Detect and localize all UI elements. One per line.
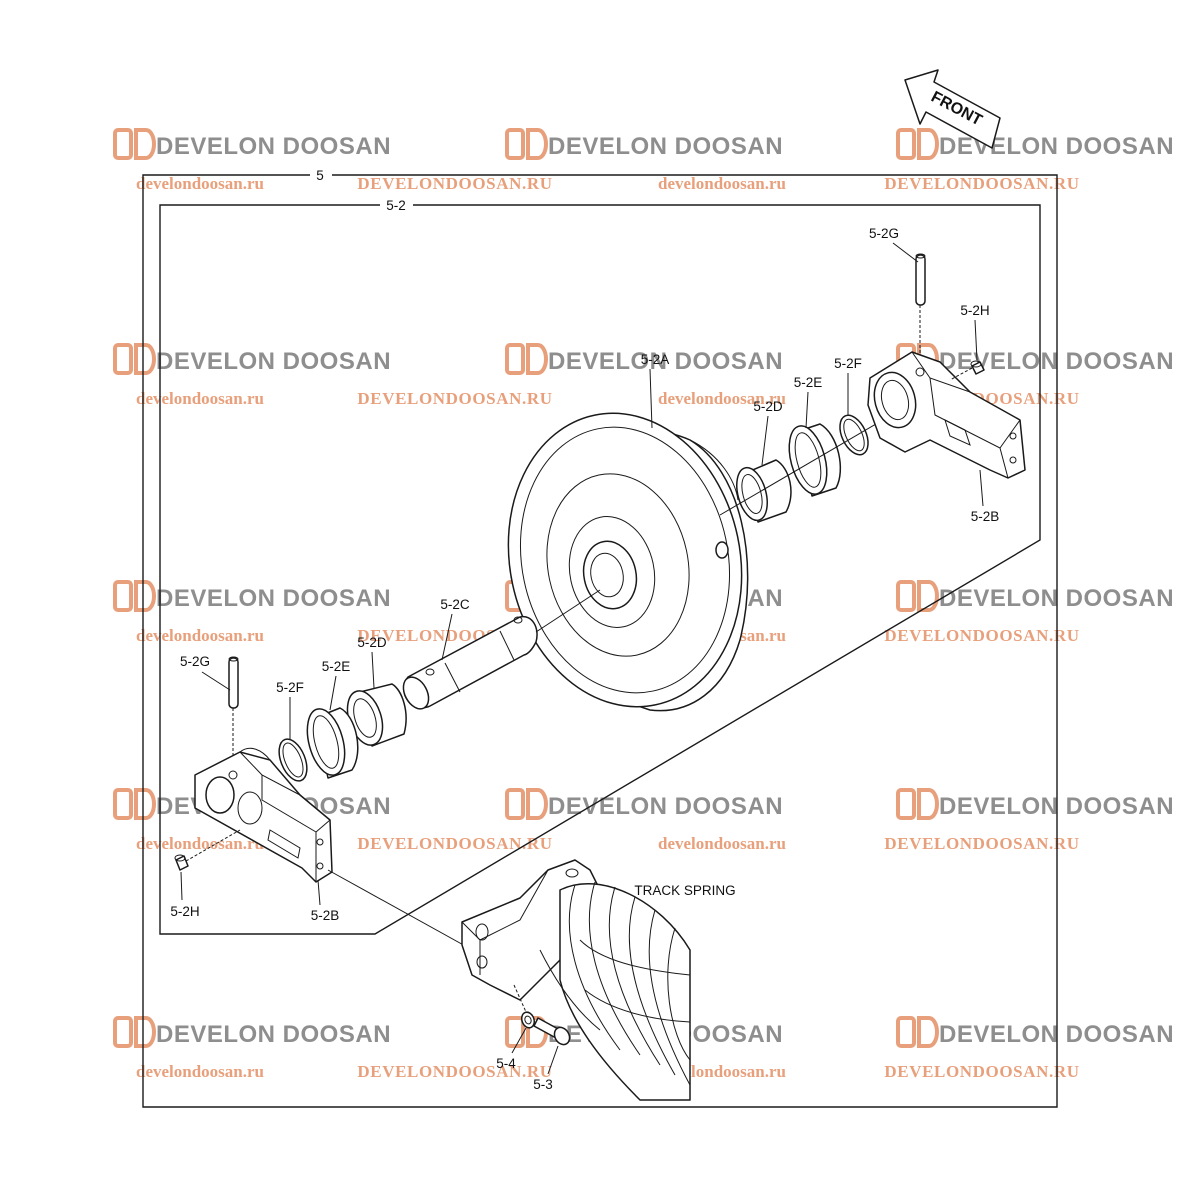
watermark-brand-text: DEVELON DOOSAN [939,1021,1174,1048]
right-pin-label: 5-2G [869,226,899,241]
right-bracket-label: 5-2B [971,509,1000,524]
watermark-url-text: develondoosan.ru [136,834,264,853]
watermark-logo: DEVELON DOOSAN [113,1016,391,1048]
watermark-url-text: DEVELONDOOSAN.RU [884,834,1079,853]
shaft-5-2C [402,615,538,710]
washer-5-4 [520,1011,536,1029]
right-plug-leader [974,319,978,361]
right-axis-line [719,409,901,516]
watermark-layer: DEVELON DOOSAN DEVELON DOOSAN DEVELON DOOS… [113,128,1174,1081]
watermark-brand-text: DEVELON DOOSAN [156,585,391,612]
right-bushing-label: 5-2D [753,399,783,414]
assembly-5-2-frame [159,204,1041,935]
right-bushing-leader [761,415,769,466]
watermark-logo: DEVELON DOOSAN [896,128,1174,160]
left-oring-5-2F [278,738,308,782]
watermark-url-text: develondoosan.ru [136,626,264,645]
shaft-axis-line [535,589,601,633]
track-spring-label: TRACK SPRING [634,883,735,898]
right-bracket-5-2B [867,351,1026,479]
watermark-url-text: DEVELONDOOSAN.RU [884,1062,1079,1081]
assembly-5-frame [142,174,1058,1108]
watermark-url-text: develondoosan.ru [136,1062,264,1081]
left-plug-label: 5-2H [170,904,199,919]
watermark-logo: DEVELON DOOSAN [113,580,391,612]
idler-wheel-5-2A [507,412,749,712]
bolt-label: 5-3 [533,1077,553,1092]
right-oring-label: 5-2F [834,356,862,371]
watermark-brand-text: DEVELON DOOSAN [156,1021,391,1048]
watermark-url-text: develondoosan.ru [136,174,264,193]
watermark-brand-text: DEVELON DOOSAN [939,585,1174,612]
watermark-logo: DEVELON DOOSAN [505,343,783,375]
watermark-brand-text: DEVELON DOOSAN [548,133,783,160]
left-seal-leader [329,675,337,711]
idler-wheel-leader [649,368,653,429]
idler-wheel-label: 5-2A [641,352,670,367]
left-bracket-label: 5-2B [311,908,340,923]
bolt-leader [547,1045,559,1075]
watermark-logo: DEVELON DOOSAN [505,788,783,820]
watermark-url-text: develondoosan.ru [658,174,786,193]
right-seal-label: 5-2E [794,375,823,390]
watermark-url-text: DEVELONDOOSAN.RU [357,834,552,853]
watermark-url-text: DEVELONDOOSAN.RU [884,626,1079,645]
watermark-brand-text: DEVELON DOOSAN [939,793,1174,820]
left-seal-label: 5-2E [322,659,351,674]
watermark-brand-text: DEVELON DOOSAN [156,348,391,375]
washer-leader [511,1027,527,1054]
left-bracket-leader [317,879,321,906]
left-plug-5-2H [174,854,189,871]
left-bushing-label: 5-2D [357,635,387,650]
left-oring-label: 5-2F [276,680,304,695]
watermark-logo: DEVELON DOOSAN [505,128,783,160]
watermark-logo: DEVELON DOOSAN [113,128,391,160]
right-seal-5-2E [788,423,842,497]
watermark-url-text: develondoosan.ru [136,389,264,408]
right-plug-5-2H [970,360,985,375]
watermark-brand-text: DEVELON DOOSAN [156,133,391,160]
left-plug-leader [180,871,183,901]
watermark-logo: DEVELON DOOSAN [896,788,1174,820]
watermark-logo: DEVELON DOOSAN [113,343,391,375]
track-spring [461,859,691,1101]
watermark-url-text: develondoosan.ru [658,834,786,853]
right-pin-leader [892,242,919,263]
watermark-logo: DEVELON DOOSAN [896,1016,1174,1048]
watermark-url-text: DEVELONDOOSAN.RU [357,174,552,193]
left-pin-label: 5-2G [180,654,210,669]
bolt-5-3 [533,1017,571,1046]
right-oring-5-2F [839,414,869,456]
shaft-label: 5-2C [440,597,470,612]
watermark-brand-text: DEVELON DOOSAN [548,793,783,820]
right-bracket-leader [979,469,984,507]
right-seal-leader [805,391,809,429]
watermark-brand-text: DEVELON DOOSAN [548,348,783,375]
washer-label: 5-4 [496,1056,516,1071]
assembly-5-label: 5 [316,168,324,183]
left-pin-leader [201,671,231,691]
right-bushing-5-2D [736,459,792,523]
right-plug-label: 5-2H [960,303,989,318]
left-bracket-5-2B [194,747,333,883]
shaft-leader [441,613,453,661]
right-plug-axis [949,367,973,381]
watermark-url-text: DEVELONDOOSAN.RU [357,1062,552,1081]
left-bushing-leader [371,651,375,689]
assembly-5-2-label: 5-2 [386,198,406,213]
watermark-logo: DEVELON DOOSAN [896,580,1174,612]
left-seal-5-2E [306,707,359,779]
left-plug-axis [185,829,241,862]
watermark-url-text: DEVELONDOOSAN.RU [357,389,552,408]
watermark-url-text: DEVELONDOOSAN.RU [884,174,1079,193]
watermark-url-text: develondoosan.ru [658,389,786,408]
left-pin-5-2G [228,656,239,709]
